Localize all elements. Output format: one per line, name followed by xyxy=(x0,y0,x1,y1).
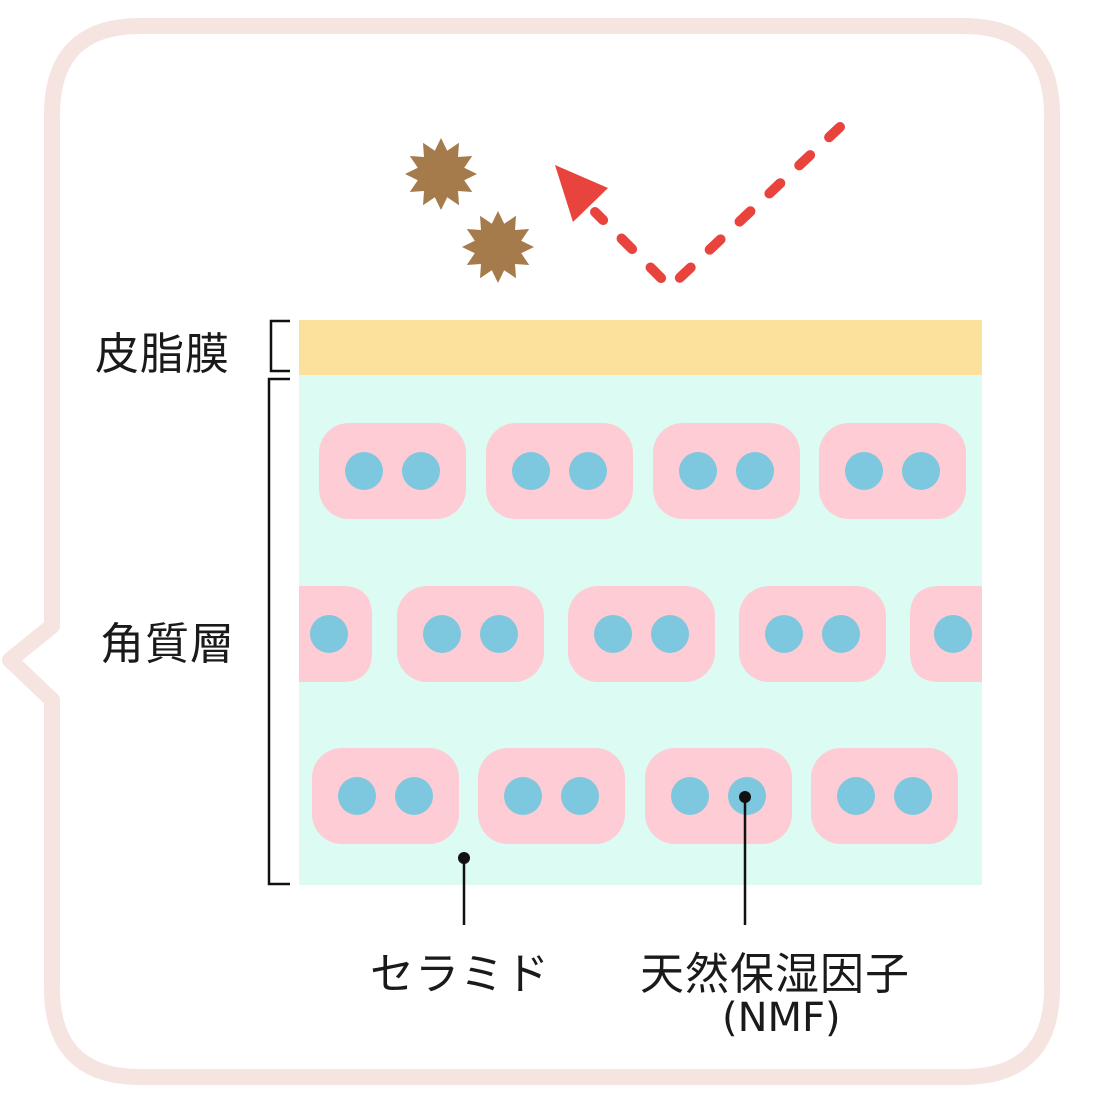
corneocyte-cell xyxy=(319,423,466,519)
nmf-abbr-label: (NMF) xyxy=(722,995,841,1041)
nmf-dot xyxy=(671,777,709,815)
nmf-dot xyxy=(894,777,932,815)
reflect-arrow-path xyxy=(590,122,845,292)
nmf-label: 天然保湿因子 xyxy=(640,949,910,1000)
corneocyte-cell xyxy=(811,748,958,844)
nmf-dot xyxy=(679,452,717,490)
irritant-star-icon xyxy=(462,211,534,283)
corneocyte-cell xyxy=(486,423,633,519)
stratum-corneum-bracket xyxy=(267,377,290,886)
irritant-star-icon xyxy=(405,138,477,210)
nmf-dot xyxy=(338,777,376,815)
nmf-dot xyxy=(561,777,599,815)
sebum-film-layer xyxy=(299,320,982,375)
nmf-dot xyxy=(504,777,542,815)
ceramide-label: セラミド xyxy=(370,949,550,1000)
corneocyte-cell xyxy=(312,748,459,844)
corneocyte-cell xyxy=(739,586,886,682)
nmf-dot xyxy=(310,615,348,653)
nmf-dot xyxy=(569,452,607,490)
nmf-pointer-dot xyxy=(739,791,751,803)
nmf-dot xyxy=(934,615,972,653)
nmf-dot xyxy=(423,615,461,653)
corneocyte-cell xyxy=(568,586,715,682)
nmf-dot xyxy=(651,615,689,653)
nmf-dot xyxy=(512,452,550,490)
corneocyte-cell xyxy=(478,748,625,844)
nmf-dot xyxy=(345,452,383,490)
nmf-dot xyxy=(395,777,433,815)
corneocyte-cell xyxy=(819,423,966,519)
stratum-corneum-label: 角質層 xyxy=(100,619,235,670)
nmf-dot xyxy=(480,615,518,653)
nmf-dot xyxy=(822,615,860,653)
nmf-dot xyxy=(902,452,940,490)
corneocyte-cell xyxy=(645,748,792,844)
corneocyte-cell xyxy=(653,423,800,519)
corneocyte-cell xyxy=(397,586,544,682)
sebum-film-bracket xyxy=(269,319,290,373)
nmf-dot xyxy=(765,615,803,653)
ceramide-pointer-dot xyxy=(458,852,470,864)
nmf-dot xyxy=(402,452,440,490)
nmf-dot xyxy=(736,452,774,490)
reflect-arrow-head xyxy=(555,165,608,222)
sebum-film-label: 皮脂膜 xyxy=(95,329,230,380)
nmf-dot xyxy=(594,615,632,653)
nmf-dot xyxy=(837,777,875,815)
nmf-dot xyxy=(845,452,883,490)
